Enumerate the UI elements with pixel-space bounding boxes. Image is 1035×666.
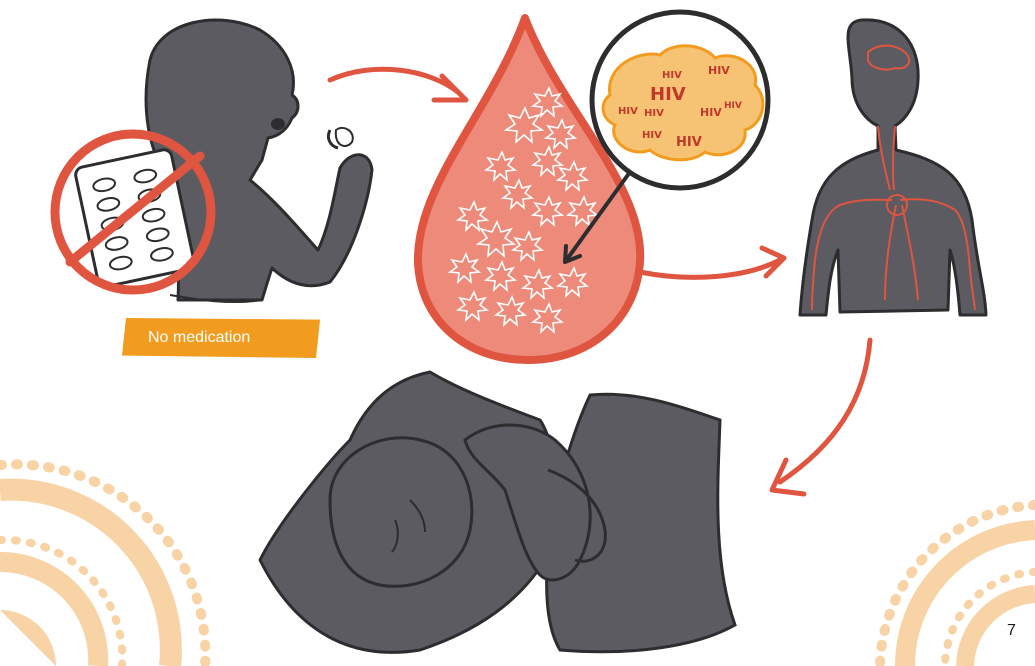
decor-arcs-left <box>0 464 205 666</box>
no-medication-tag: No medication <box>122 318 320 358</box>
hiv-label-7: HIV <box>642 130 662 141</box>
hiv-label-4: HIV <box>644 108 664 119</box>
page-number: 7 <box>1007 622 1016 640</box>
sleeping-person <box>260 372 735 652</box>
head <box>330 438 472 586</box>
arrow-to-body <box>640 248 784 277</box>
hiv-label-2: HIV <box>708 64 730 77</box>
no-medication-label: No medication <box>148 329 250 346</box>
hiv-label-5: HIV <box>700 106 722 119</box>
hiv-label-6: HIV <box>724 101 742 111</box>
hiv-label-main: HIV <box>650 84 686 105</box>
hiv-label-3: HIV <box>618 106 638 117</box>
arrow-to-sleeping <box>772 340 870 494</box>
hiv-label-8: HIV <box>676 135 702 150</box>
body-silhouette <box>800 20 986 315</box>
decor-arcs-right <box>880 505 1035 666</box>
arrow-to-blood <box>330 69 466 100</box>
hiv-label-1: HIV <box>662 70 682 81</box>
